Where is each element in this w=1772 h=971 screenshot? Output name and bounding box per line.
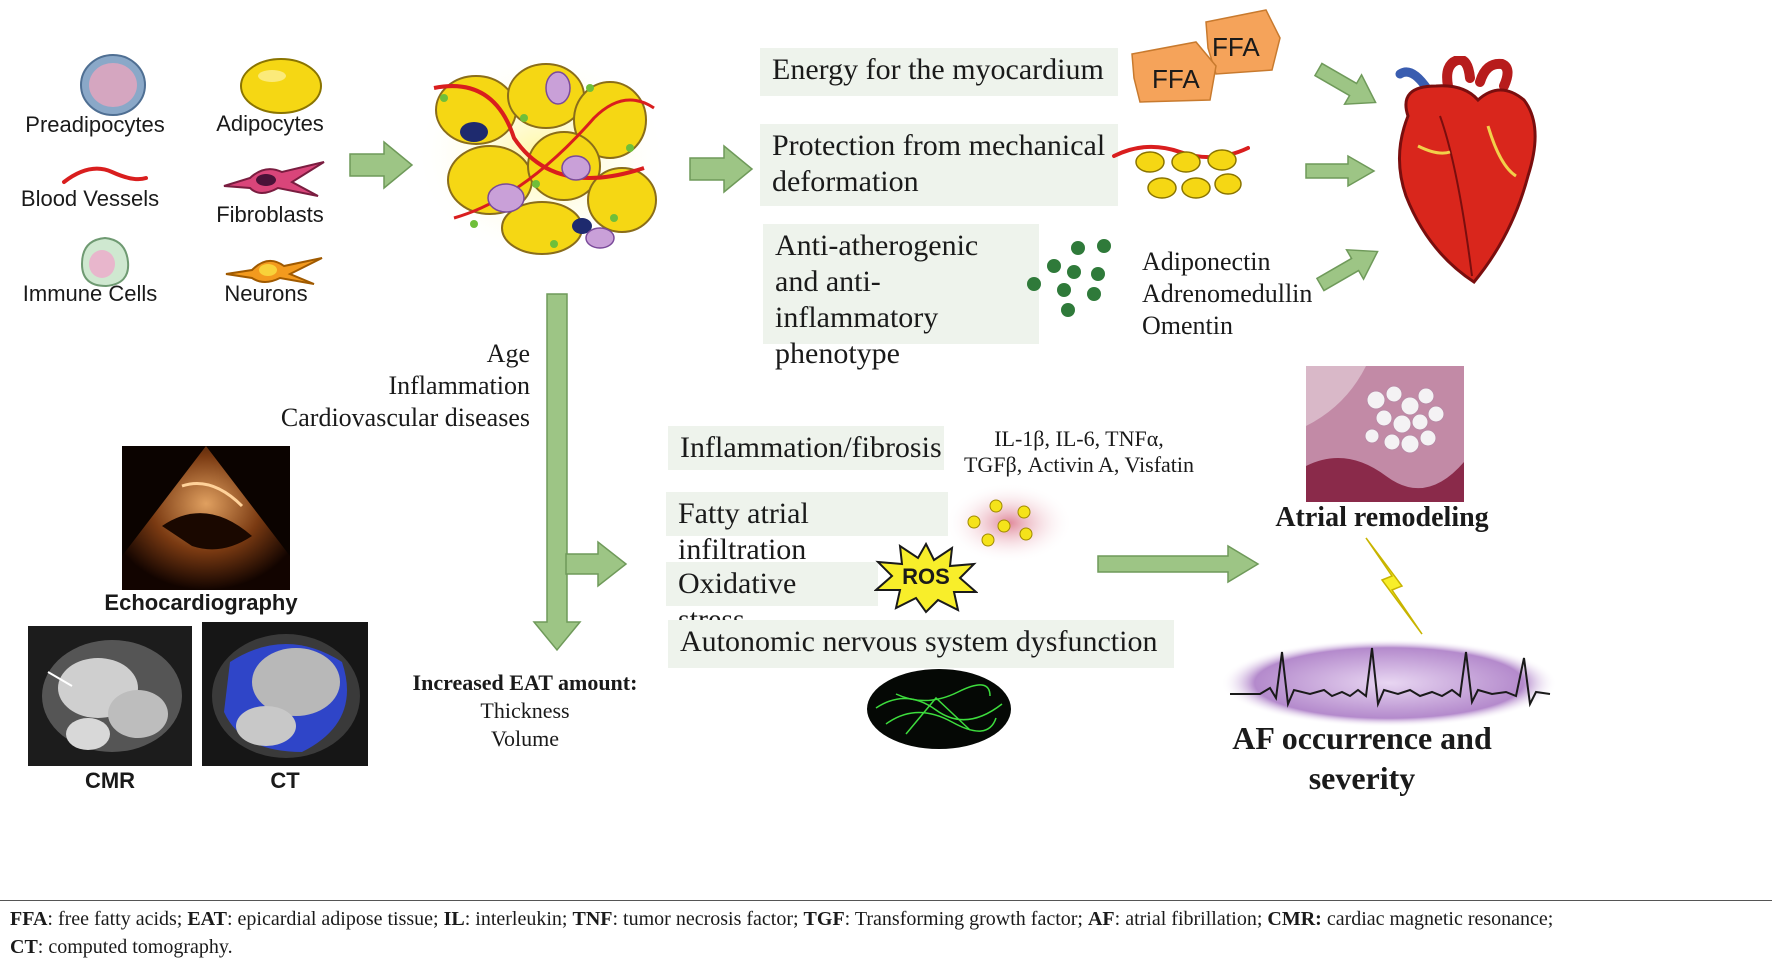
fatty-infiltration-label: Fatty atrial infiltration bbox=[678, 497, 809, 566]
arrow-tissue-to-functions bbox=[689, 144, 754, 194]
fibroblast-icon bbox=[223, 161, 325, 197]
eat-title: Increased EAT amount: bbox=[412, 670, 638, 695]
arrow-protection-to-heart bbox=[1305, 154, 1376, 188]
abbreviations-footer: FFA: free fatty acids; EAT: epicardial a… bbox=[0, 900, 1772, 961]
abbr-af-key: AF bbox=[1087, 908, 1115, 930]
energy-box: Energy for the myocardium bbox=[760, 48, 1118, 96]
blood-vessel-icon bbox=[62, 166, 148, 184]
af-outcome-line-2: severity bbox=[1308, 760, 1416, 796]
cmr-label: CMR bbox=[84, 768, 136, 793]
omentin-label: Omentin bbox=[1142, 311, 1233, 340]
arrow-eat-to-mechanisms bbox=[565, 540, 628, 588]
inflammation-fibrosis-box: Inflammation/fibrosis bbox=[668, 426, 944, 470]
abbr-il-value: : interleukin; bbox=[464, 908, 573, 930]
ct-label: CT bbox=[270, 768, 300, 793]
immune-cell-icon bbox=[80, 236, 130, 288]
autonomic-dysfunction-label: Autonomic nervous system dysfunction bbox=[680, 625, 1158, 658]
ffa-label-top: FFA bbox=[1212, 32, 1260, 62]
echocardiography-label: Echocardiography bbox=[104, 590, 298, 615]
abbr-il-key: IL bbox=[443, 908, 465, 930]
abbr-eat-key: EAT bbox=[187, 908, 227, 930]
ros-burst-icon bbox=[874, 542, 978, 614]
protection-box: Protection from mechanical deformation bbox=[760, 124, 1118, 206]
abbr-cmr-value: cardiac magnetic resonance; bbox=[1321, 908, 1554, 930]
adipocytes-label: Adipocytes bbox=[216, 111, 324, 136]
cytokines-line-2: TGFβ, Activin A, Visfatin bbox=[963, 452, 1195, 477]
arrow-energy-to-heart bbox=[1313, 62, 1377, 106]
epicardial-adipose-tissue-illustration bbox=[415, 49, 667, 261]
echocardiography-image bbox=[122, 446, 290, 590]
nerve-fibers-image bbox=[867, 669, 1011, 749]
cmr-image bbox=[28, 626, 192, 766]
adrenomedullin-label: Adrenomedullin bbox=[1142, 279, 1313, 308]
abbr-af-value: : atrial fibrillation; bbox=[1114, 908, 1268, 930]
eat-volume: Volume bbox=[490, 726, 560, 751]
arrow-eat-increase-down bbox=[532, 293, 582, 652]
fatty-infiltration-tissue-icon bbox=[945, 483, 1073, 563]
energy-label: Energy for the myocardium bbox=[772, 53, 1104, 86]
abbr-tnf-key: TNF bbox=[572, 908, 613, 930]
immune-cells-label: Immune Cells bbox=[22, 281, 158, 306]
adipocyte-icon bbox=[240, 58, 322, 114]
blood-vessels-label: Blood Vessels bbox=[20, 186, 160, 211]
adipokine-dots-icon bbox=[1027, 239, 1111, 317]
abbr-tgf-value: : Transforming growth factor; bbox=[844, 908, 1088, 930]
abbr-tnf-value: : tumor necrosis factor; bbox=[612, 908, 804, 930]
fatty-infiltration-box: Fatty atrial infiltration bbox=[666, 492, 948, 566]
factor-age: Age bbox=[486, 339, 530, 368]
abbr-eat-value: : epicardial adipose tissue; bbox=[226, 908, 444, 930]
abbr-cmr-key: CMR: bbox=[1267, 908, 1322, 930]
abbr-ffa-key: FFA bbox=[10, 908, 48, 930]
abbr-ct-key: CT bbox=[10, 936, 38, 958]
factor-inflammation: Inflammation bbox=[388, 371, 530, 400]
neurons-label: Neurons bbox=[224, 281, 308, 306]
factor-cvd: Cardiovascular diseases bbox=[280, 403, 530, 432]
atrial-remodeling-label: Atrial remodeling bbox=[1275, 502, 1489, 533]
oxidative-stress-label: Oxidative stress bbox=[678, 567, 797, 636]
lightning-icon bbox=[1365, 537, 1423, 635]
fibroblasts-label: Fibroblasts bbox=[216, 202, 324, 227]
ffa-icon bbox=[1131, 9, 1281, 103]
protective-fat-layer-icon bbox=[1112, 144, 1250, 199]
atrial-histology-image bbox=[1306, 366, 1464, 502]
protection-label: Protection from mechanical deformation bbox=[772, 129, 1106, 198]
af-outcome-line-1: AF occurrence and bbox=[1232, 720, 1492, 756]
abbr-ct-value: : computed tomography. bbox=[37, 936, 233, 958]
preadipocytes-label: Preadipocytes bbox=[25, 112, 165, 137]
abbr-tgf-key: TGF bbox=[803, 908, 845, 930]
ct-image bbox=[202, 622, 368, 766]
abbr-ffa-value: : free fatty acids; bbox=[47, 908, 188, 930]
af-ecg-image bbox=[1221, 639, 1557, 727]
anti-label: Anti-atherogenic and anti-inflammatory p… bbox=[775, 229, 979, 370]
cytokines-line-1: IL-1β, IL-6, TNFα, bbox=[994, 426, 1164, 451]
oxidative-stress-box: Oxidative stress bbox=[666, 562, 878, 636]
eat-thickness: Thickness bbox=[480, 698, 570, 723]
heart-illustration bbox=[1395, 56, 1537, 284]
neuron-icon bbox=[225, 257, 323, 285]
inflammation-fibrosis-label: Inflammation/fibrosis bbox=[680, 431, 942, 464]
arrow-adipokines-to-heart bbox=[1315, 248, 1379, 292]
autonomic-dysfunction-box: Autonomic nervous system dysfunction bbox=[668, 620, 1174, 668]
anti-box: Anti-atherogenic and anti-inflammatory p… bbox=[763, 224, 1039, 370]
arrow-cells-to-tissue bbox=[349, 140, 414, 190]
ffa-label-bottom: FFA bbox=[1152, 64, 1200, 94]
preadipocyte-icon bbox=[80, 54, 146, 116]
arrow-mechanisms-to-remodeling bbox=[1097, 544, 1260, 584]
adiponectin-label: Adiponectin bbox=[1142, 247, 1271, 276]
ros-label: ROS bbox=[902, 564, 950, 589]
